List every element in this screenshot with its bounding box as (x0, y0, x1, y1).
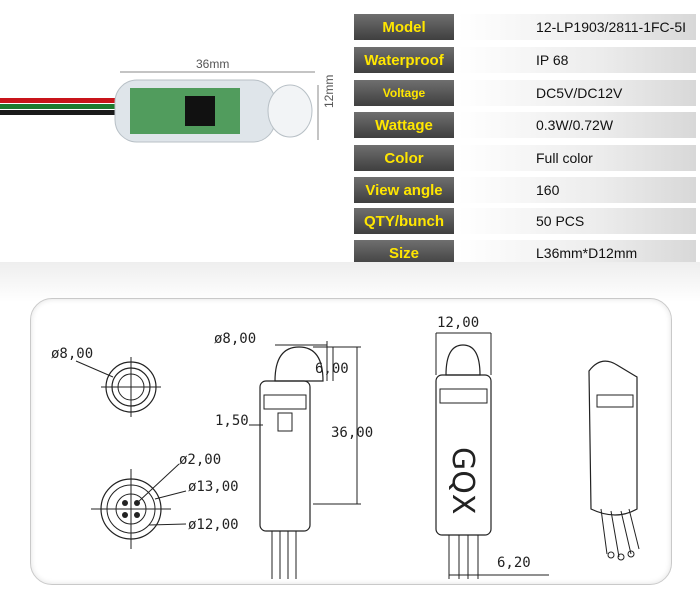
outer-diameter: ø13,00 (188, 479, 239, 495)
spec-value: 12-LP1903/2811-1FC-5I (458, 14, 696, 40)
spec-key: Color (354, 145, 454, 171)
total-length: 36,00 (331, 425, 373, 441)
body-width: 12,00 (437, 315, 479, 331)
body-diameter: ø12,00 (188, 517, 239, 533)
side-view (249, 341, 361, 579)
spec-row: Model 12-LP1903/2811-1FC-5I (350, 14, 700, 42)
bottom-view (91, 463, 187, 549)
ic-chip (185, 96, 215, 126)
wire-green (0, 104, 125, 109)
spec-key: View angle (354, 177, 454, 203)
front-view (435, 332, 549, 579)
lens-height: 6,00 (315, 361, 349, 377)
spec-value: 50 PCS (458, 208, 696, 234)
spec-value: DC5V/DC12V (458, 80, 696, 106)
led-pixel-image (0, 71, 319, 143)
spec-key: Size (354, 240, 454, 266)
spec-row: Waterproof IP 68 (350, 47, 700, 75)
wire-black (0, 110, 125, 115)
spec-value: Full color (458, 145, 696, 171)
spec-key: Voltage (354, 80, 454, 106)
step-height: 1,50 (215, 413, 249, 429)
spec-row: Voltage DC5V/DC12V (350, 80, 700, 108)
technical-drawing: ø8,00 ø2,00 ø13,00 ø12,00 (51, 315, 640, 579)
wire-length: 6,20 (497, 555, 531, 571)
spec-key: Model (354, 14, 454, 40)
spec-row: QTY/bunch 50 PCS (350, 208, 700, 236)
spec-value: 160 (458, 177, 696, 203)
isometric-view (588, 360, 640, 561)
spec-row: Size L36mm*D12mm (350, 240, 700, 268)
pin-diameter: ø2,00 (179, 452, 221, 468)
divider-shadow (0, 262, 700, 302)
top-view-diameter: ø8,00 (51, 346, 93, 362)
diameter-label: 12mm (322, 74, 336, 108)
brand-logo: GQX (445, 447, 480, 514)
spec-row: Wattage 0.3W/0.72W (350, 112, 700, 140)
lens-diameter: ø8,00 (214, 331, 256, 347)
spec-key: QTY/bunch (354, 208, 454, 234)
wire-red (0, 98, 125, 103)
spec-value: 0.3W/0.72W (458, 112, 696, 138)
spec-row: Color Full color (350, 145, 700, 173)
technical-drawing-panel: ø8,00 ø2,00 ø13,00 ø12,00 (30, 298, 672, 585)
product-photo: 36mm 12mm (0, 0, 350, 200)
top-view (75, 357, 161, 417)
length-label: 36mm (196, 57, 230, 71)
spec-key: Wattage (354, 112, 454, 138)
spec-key: Waterproof (354, 47, 454, 73)
spec-value: IP 68 (458, 47, 696, 73)
spec-value: L36mm*D12mm (458, 240, 696, 266)
spec-row: View angle 160 (350, 177, 700, 205)
led-lens (267, 84, 313, 138)
